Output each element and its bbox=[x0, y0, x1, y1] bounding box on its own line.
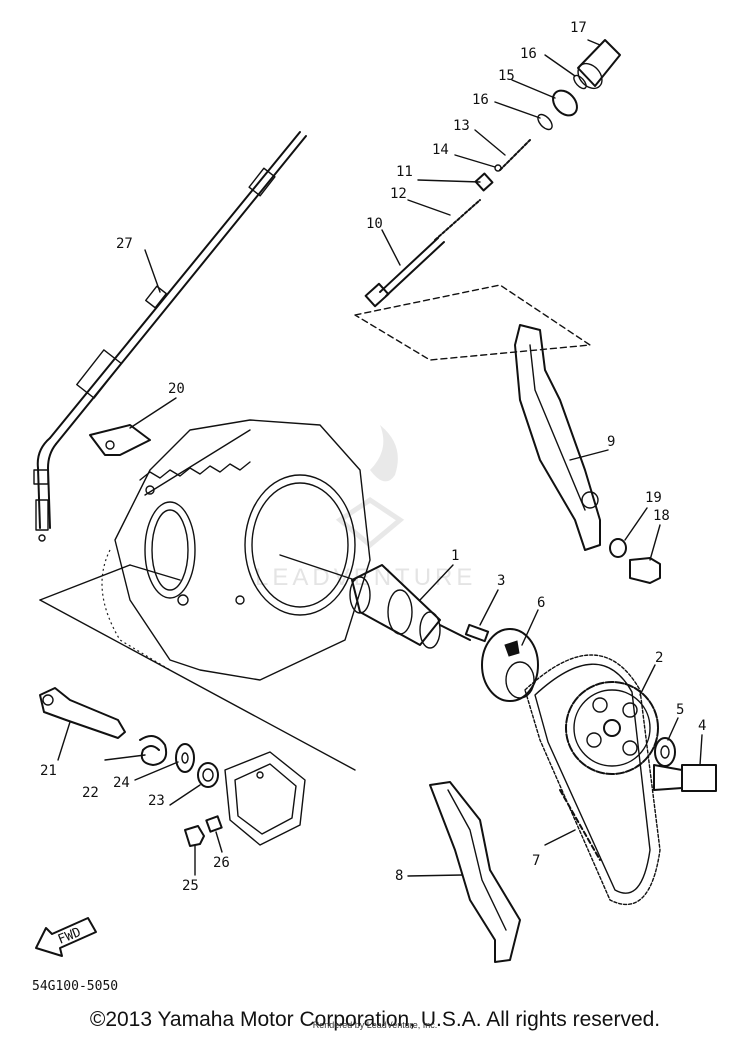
exploded-view-svg: LEADVENTURE bbox=[32, 20, 717, 994]
callout-16a: 16 bbox=[472, 92, 489, 108]
callout-25: 25 bbox=[182, 878, 199, 894]
part-chain bbox=[559, 789, 601, 861]
fwd-arrow-icon: FWD bbox=[35, 917, 97, 957]
part-cam-gear bbox=[481, 628, 539, 702]
part-tensioner-guide bbox=[514, 324, 601, 551]
callout-2: 2 bbox=[655, 650, 663, 666]
part-washer-24 bbox=[175, 743, 195, 773]
part-pin bbox=[464, 623, 490, 643]
leader-lines bbox=[57, 39, 703, 877]
callout-8: 8 bbox=[395, 868, 403, 884]
callout-19: 19 bbox=[645, 490, 662, 506]
callout-22: 22 bbox=[82, 785, 99, 801]
part-cable bbox=[33, 131, 307, 542]
callout-5: 5 bbox=[676, 702, 684, 718]
callout-16b: 16 bbox=[520, 46, 537, 62]
callout-21: 21 bbox=[40, 763, 57, 779]
part-camshaft bbox=[349, 564, 471, 649]
callouts: 1 2 3 4 5 6 7 8 9 10 11 12 13 14 15 16 1… bbox=[40, 20, 706, 894]
callout-27: 27 bbox=[116, 236, 133, 252]
part-bolt-25 bbox=[184, 825, 205, 847]
part-washer-26 bbox=[205, 815, 223, 833]
part-shaft-21 bbox=[39, 687, 126, 739]
callout-13: 13 bbox=[453, 118, 470, 134]
part-bolt-18 bbox=[629, 557, 661, 584]
part-bolt bbox=[653, 764, 717, 792]
copyright-text: ©2013 Yamaha Motor Corporation, U.S.A. A… bbox=[89, 1008, 661, 1031]
part-sprocket bbox=[565, 681, 659, 775]
callout-1: 1 bbox=[451, 548, 459, 564]
part-seal-23 bbox=[197, 762, 219, 788]
watermark-logo: LEADVENTURE bbox=[255, 425, 476, 591]
callout-9: 9 bbox=[607, 434, 615, 450]
reference-lines bbox=[39, 284, 591, 771]
part-cam-chain-loop bbox=[524, 654, 661, 905]
callout-10: 10 bbox=[366, 216, 383, 232]
rendered-by-text: Rendered by LeadVenture, Inc. bbox=[312, 1020, 438, 1030]
diagram-code: 54G100-5050 bbox=[32, 979, 118, 994]
callout-24: 24 bbox=[113, 775, 130, 791]
callout-11: 11 bbox=[396, 164, 413, 180]
callout-6: 6 bbox=[537, 595, 545, 611]
watermark-text: LEADVENTURE bbox=[255, 564, 476, 591]
callout-7: 7 bbox=[532, 853, 540, 869]
part-bracket bbox=[89, 424, 151, 456]
part-tensioner-assembly bbox=[364, 39, 621, 308]
callout-3: 3 bbox=[497, 573, 505, 589]
callout-17: 17 bbox=[570, 20, 587, 36]
callout-15: 15 bbox=[498, 68, 515, 84]
part-washer-19 bbox=[609, 538, 627, 558]
callout-4: 4 bbox=[698, 718, 706, 734]
part-spring-22 bbox=[139, 735, 168, 766]
part-cover bbox=[224, 751, 306, 846]
callout-20: 20 bbox=[168, 381, 185, 397]
callout-23: 23 bbox=[148, 793, 165, 809]
callout-26: 26 bbox=[213, 855, 230, 871]
callout-12: 12 bbox=[390, 186, 407, 202]
fwd-label: FWD bbox=[56, 925, 84, 948]
callout-18: 18 bbox=[653, 508, 670, 524]
part-cylinder-head bbox=[101, 419, 371, 681]
callout-14: 14 bbox=[432, 142, 449, 158]
part-chain-guide bbox=[429, 781, 521, 963]
part-washer bbox=[654, 737, 676, 767]
